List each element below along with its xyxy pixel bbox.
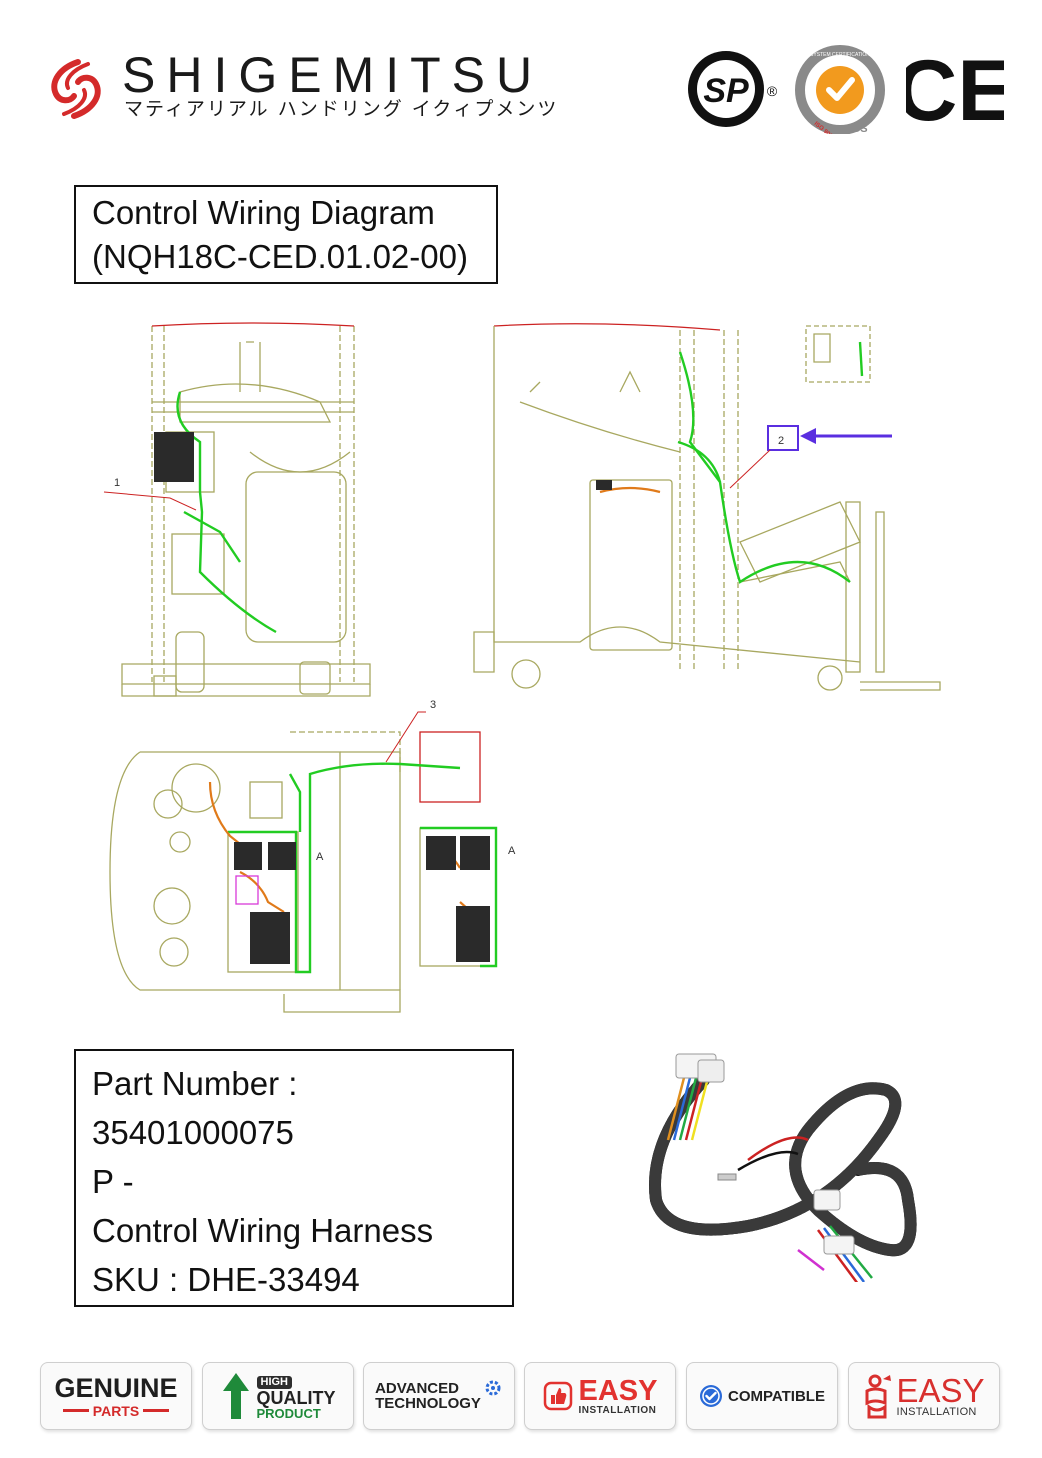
- check-circle-icon: [700, 1385, 723, 1407]
- plan-view: [109, 731, 497, 1013]
- csa-registered-mark: ®: [767, 83, 778, 99]
- part-info-box: Part Number : 35401000075 P - Control Wi…: [74, 1049, 514, 1307]
- callout-2: 2: [778, 435, 784, 447]
- genuine-parts-badge: GENUINE PARTS: [40, 1362, 192, 1430]
- ce-text: CE: [906, 44, 1004, 134]
- side-view: [473, 323, 941, 691]
- thumbs-up-icon: [543, 1381, 572, 1411]
- iso-top-text: SYSTEM CERTIFICATION: [810, 52, 870, 58]
- wiring-harness-image: [649, 1053, 917, 1282]
- quality-text: QUALITY: [256, 1387, 336, 1408]
- iso-sgs-certification-icon: SYSTEM CERTIFICATION ISO 9001:2008 SGS: [795, 45, 885, 134]
- compatible-badge: COMPATIBLE: [686, 1362, 838, 1430]
- section-label-a-left: A: [316, 851, 324, 863]
- easy-text-2: EASY: [896, 1372, 985, 1409]
- diagram-code: (NQH18C-CED.01.02-00): [92, 238, 468, 275]
- detail-view: [805, 325, 871, 383]
- part-p-line: P -: [92, 1163, 134, 1200]
- diagram-title: Control Wiring Diagram: [92, 194, 435, 231]
- callout-1: 1: [114, 477, 120, 489]
- part-sku: SKU : DHE-33494: [92, 1261, 360, 1298]
- installation-text: INSTALLATION: [578, 1404, 657, 1416]
- callout-3: 3: [430, 699, 436, 711]
- csa-text: SP: [703, 72, 749, 110]
- wrench-person-icon: [865, 1374, 892, 1419]
- high-quality-badge: HIGH QUALITY PRODUCT: [202, 1362, 354, 1430]
- ce-mark-icon: CE: [906, 44, 1004, 134]
- wiring-diagram-drawing: 1 2 3 A A: [103, 322, 941, 1013]
- advanced-text: ADVANCED: [375, 1380, 459, 1397]
- genuine-text: GENUINE: [54, 1372, 178, 1403]
- part-number-value: 35401000075: [92, 1114, 294, 1151]
- brand-swirl-logo: [51, 59, 101, 119]
- product-text: PRODUCT: [256, 1405, 321, 1421]
- high-text: HIGH: [256, 1375, 292, 1389]
- csa-certification-icon: SP ®: [688, 51, 778, 127]
- installation-text-2: INSTALLATION: [896, 1406, 977, 1418]
- part-description: Control Wiring Harness: [92, 1212, 434, 1249]
- easy-installation-badge-2: EASY INSTALLATION: [848, 1362, 1000, 1430]
- easy-installation-badge: EASY INSTALLATION: [524, 1362, 676, 1430]
- up-arrow-icon: [222, 1373, 249, 1419]
- easy-text: EASY: [578, 1374, 658, 1407]
- front-view: [121, 322, 371, 697]
- gear-icon: [485, 1380, 501, 1396]
- technology-text: TECHNOLOGY: [375, 1395, 481, 1412]
- diagram-title-box: Control Wiring Diagram (NQH18C-CED.01.02…: [74, 185, 498, 284]
- part-number-label: Part Number :: [92, 1065, 298, 1102]
- section-label-a-right: A: [508, 845, 516, 857]
- brand-name: SHIGEMITSU: [122, 47, 544, 103]
- parts-text: PARTS: [92, 1402, 140, 1419]
- advanced-technology-badge: ADVANCED TECHNOLOGY: [363, 1362, 515, 1430]
- compatible-text: COMPATIBLE: [728, 1387, 825, 1405]
- sgs-text: SGS: [844, 123, 867, 134]
- brand-subtitle: マティアリアル ハンドリング イクィプメンツ: [124, 98, 559, 120]
